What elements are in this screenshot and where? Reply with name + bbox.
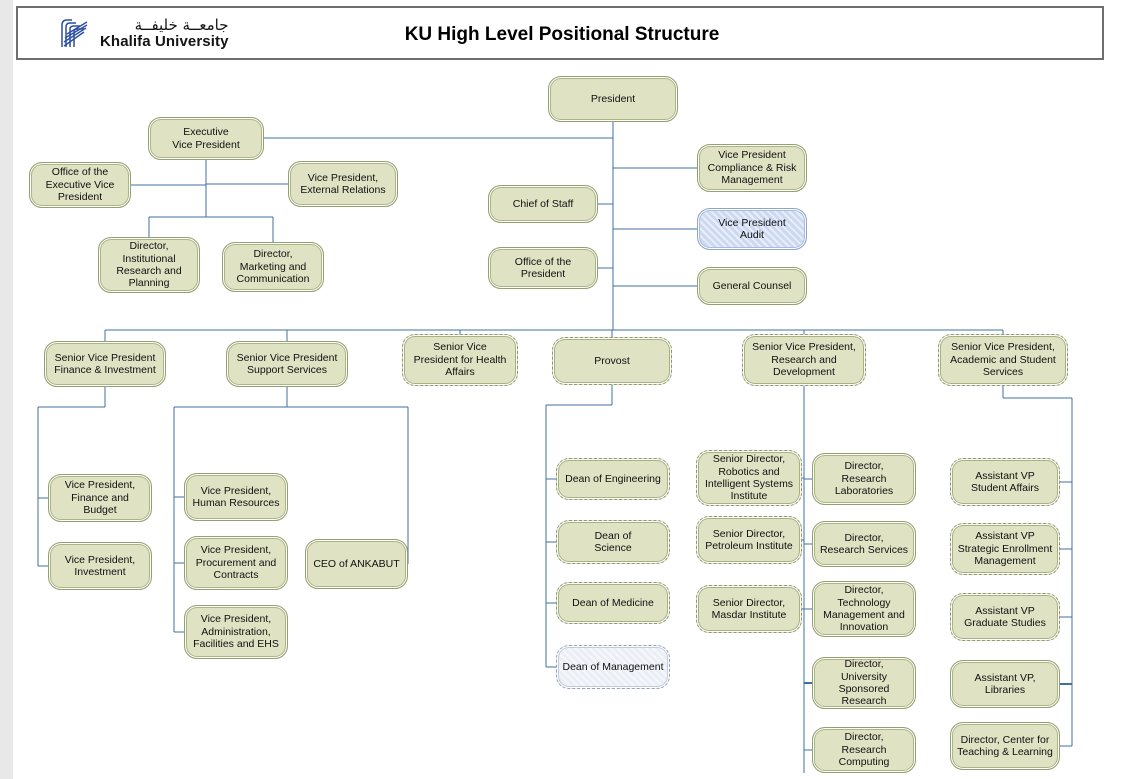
org-node-label: Vice President,Human Resources <box>192 484 280 509</box>
org-node-ceo-ankabut[interactable]: CEO of ANKABUT <box>305 539 408 589</box>
org-node-avp-libraries[interactable]: Assistant VP,Libraries <box>950 660 1060 708</box>
org-node-label: Vice President,External Relations <box>300 171 386 196</box>
org-node-president[interactable]: President <box>548 76 678 122</box>
org-node-sd-petroleum[interactable]: Senior Director,Petroleum Institute <box>696 516 802 564</box>
org-node-label: Assistant VP,Libraries <box>974 671 1036 696</box>
org-node-label: Senior Vice President,Academic and Stude… <box>950 341 1056 379</box>
org-node-svp-academic[interactable]: Senior Vice President,Academic and Stude… <box>938 334 1068 386</box>
org-node-label: Vice President,Finance and Budget <box>64 479 136 517</box>
org-node-vp-investment[interactable]: Vice President,Investment <box>48 542 152 590</box>
org-node-label: Senior Director,Masdar Institute <box>711 596 787 621</box>
org-node-label: Director,Research Computing <box>838 731 890 769</box>
logo-arabic-text: جامعــة خليفــة <box>134 16 229 35</box>
org-node-vp-hr[interactable]: Vice President,Human Resources <box>184 473 288 521</box>
org-node-vp-admin[interactable]: Vice President,Administration,Facilities… <box>184 605 288 659</box>
org-node-dean-medicine[interactable]: Dean of Medicine <box>556 582 670 624</box>
org-node-label: CEO of ANKABUT <box>313 557 400 570</box>
org-node-dir-research-comp[interactable]: Director,Research Computing <box>812 727 916 773</box>
org-node-label: Dean of Medicine <box>572 596 654 609</box>
org-node-sd-masdar[interactable]: Senior Director,Masdar Institute <box>696 585 802 633</box>
page-title: KU High Level Positional Structure <box>404 24 720 45</box>
org-node-label: Chief of Staff <box>512 197 574 210</box>
org-node-label: Vice President,Administration,Facilities… <box>193 613 279 651</box>
org-node-label: Senior Director,Petroleum Institute <box>705 527 793 552</box>
org-node-chief-of-staff[interactable]: Chief of Staff <box>488 185 598 223</box>
org-node-dir-research-services[interactable]: Director,Research Services <box>812 521 916 567</box>
org-node-general-counsel[interactable]: General Counsel <box>697 267 807 305</box>
khalifa-university-logo-icon <box>61 19 88 47</box>
org-node-vp-external-relations[interactable]: Vice President,External Relations <box>288 161 398 207</box>
org-node-dean-management[interactable]: Dean of Management <box>556 645 670 689</box>
chart-header: جامعــة خليفــة Khalifa University KU Hi… <box>16 6 1104 60</box>
org-node-provost[interactable]: Provost <box>552 337 672 385</box>
org-node-label: Dean of Engineering <box>565 472 661 485</box>
org-node-dean-engineering[interactable]: Dean of Engineering <box>556 458 670 500</box>
org-node-vp-finance-budget[interactable]: Vice President,Finance and Budget <box>48 474 152 522</box>
logo-english-text: Khalifa University <box>100 33 229 50</box>
university-logo: جامعــة خليفــة Khalifa University <box>58 16 229 52</box>
org-node-label: Dean of Management <box>562 660 664 673</box>
org-node-label: President <box>590 92 636 105</box>
org-node-label: Provost <box>594 354 630 367</box>
org-node-label: General Counsel <box>712 279 792 292</box>
org-node-label: Vice President,Investment <box>64 553 136 578</box>
org-node-label: Director,Research Services <box>819 531 909 556</box>
page-left-margin <box>0 0 13 779</box>
